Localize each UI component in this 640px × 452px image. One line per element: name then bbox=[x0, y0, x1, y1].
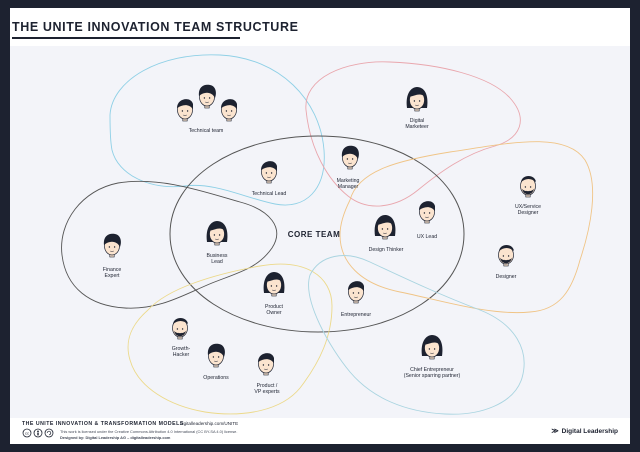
label-entrepreneur: Entrepreneur bbox=[340, 312, 372, 318]
footer-license-text: This work is licensed under the Creative… bbox=[60, 429, 238, 434]
product-vp-experts-avatar-icon bbox=[258, 353, 274, 376]
label-chief-entrepreneur: Chief Entrepreneur(Senior sparring partn… bbox=[403, 367, 461, 380]
page-title: THE UNITE INNOVATION TEAM STRUCTURE bbox=[12, 20, 299, 34]
technical-lead-avatar-icon bbox=[261, 161, 277, 184]
sa-icon bbox=[44, 428, 54, 438]
core-team-ellipse bbox=[169, 135, 465, 333]
footer-bar: THE UNITE INNOVATION & TRANSFORMATION MO… bbox=[10, 418, 630, 444]
finance-expert-avatar-icon bbox=[103, 233, 121, 258]
digital-marketeer-avatar-icon bbox=[406, 87, 428, 112]
operations-avatar-icon bbox=[207, 343, 225, 368]
entrepreneur-blob bbox=[308, 255, 525, 415]
designer-avatar-icon bbox=[498, 245, 514, 267]
person-icon bbox=[103, 84, 536, 376]
label-product-vp-experts: Product /VP experts bbox=[254, 383, 280, 396]
label-operations: Operations bbox=[203, 375, 229, 381]
cc-icon: cc bbox=[22, 428, 32, 438]
growth-hacker-avatar-icon bbox=[172, 318, 188, 340]
footer-designed-by: Designed by: Digital Leadership AG – dig… bbox=[60, 435, 171, 440]
label-growth-hacker: Growth-Hacker bbox=[171, 346, 191, 359]
label-design-thinker: Design Thinker bbox=[368, 247, 404, 253]
technical-team-avatar-3-icon bbox=[221, 99, 237, 122]
finance-blob bbox=[61, 180, 278, 309]
ux-service-designer-avatar-icon bbox=[520, 176, 536, 198]
entrepreneur-avatar-icon bbox=[348, 281, 364, 304]
design-thinker-avatar-icon bbox=[374, 215, 396, 240]
brand-logo[interactable]: ≫Digital Leadership bbox=[551, 428, 618, 435]
header-bar bbox=[10, 8, 630, 46]
label-technical-lead: Technical Lead bbox=[251, 191, 287, 197]
footer-url-link[interactable]: digitalleadership.com/UNITE bbox=[180, 421, 239, 426]
label-designer: Designer bbox=[495, 274, 517, 280]
license-icons: cc bbox=[22, 428, 54, 438]
title-underline bbox=[12, 37, 240, 39]
operations-blob bbox=[127, 263, 333, 415]
label-technical-team: Technical team bbox=[188, 128, 224, 134]
business-lead-avatar-icon bbox=[206, 221, 228, 246]
by-icon bbox=[33, 428, 43, 438]
footer-models-title: THE UNITE INNOVATION & TRANSFORMATION MO… bbox=[22, 421, 184, 427]
marketing-blob bbox=[305, 61, 521, 207]
marketing-manager-avatar-icon bbox=[341, 145, 359, 170]
technical-team-avatar-1-icon bbox=[177, 99, 193, 122]
design-blob bbox=[339, 141, 594, 314]
technical-team-blob bbox=[109, 54, 325, 206]
svg-text:cc: cc bbox=[25, 431, 29, 436]
brand-arrow-icon: ≫ bbox=[551, 428, 559, 435]
core-team-label: CORE TEAM bbox=[287, 230, 341, 239]
chief-entrepreneur-avatar-icon bbox=[421, 335, 443, 360]
product-owner-avatar-icon bbox=[263, 272, 285, 297]
technical-team-avatar-2-icon bbox=[198, 84, 216, 109]
label-ux-lead: UX Lead bbox=[416, 234, 438, 240]
ux-lead-avatar-icon bbox=[419, 201, 435, 224]
